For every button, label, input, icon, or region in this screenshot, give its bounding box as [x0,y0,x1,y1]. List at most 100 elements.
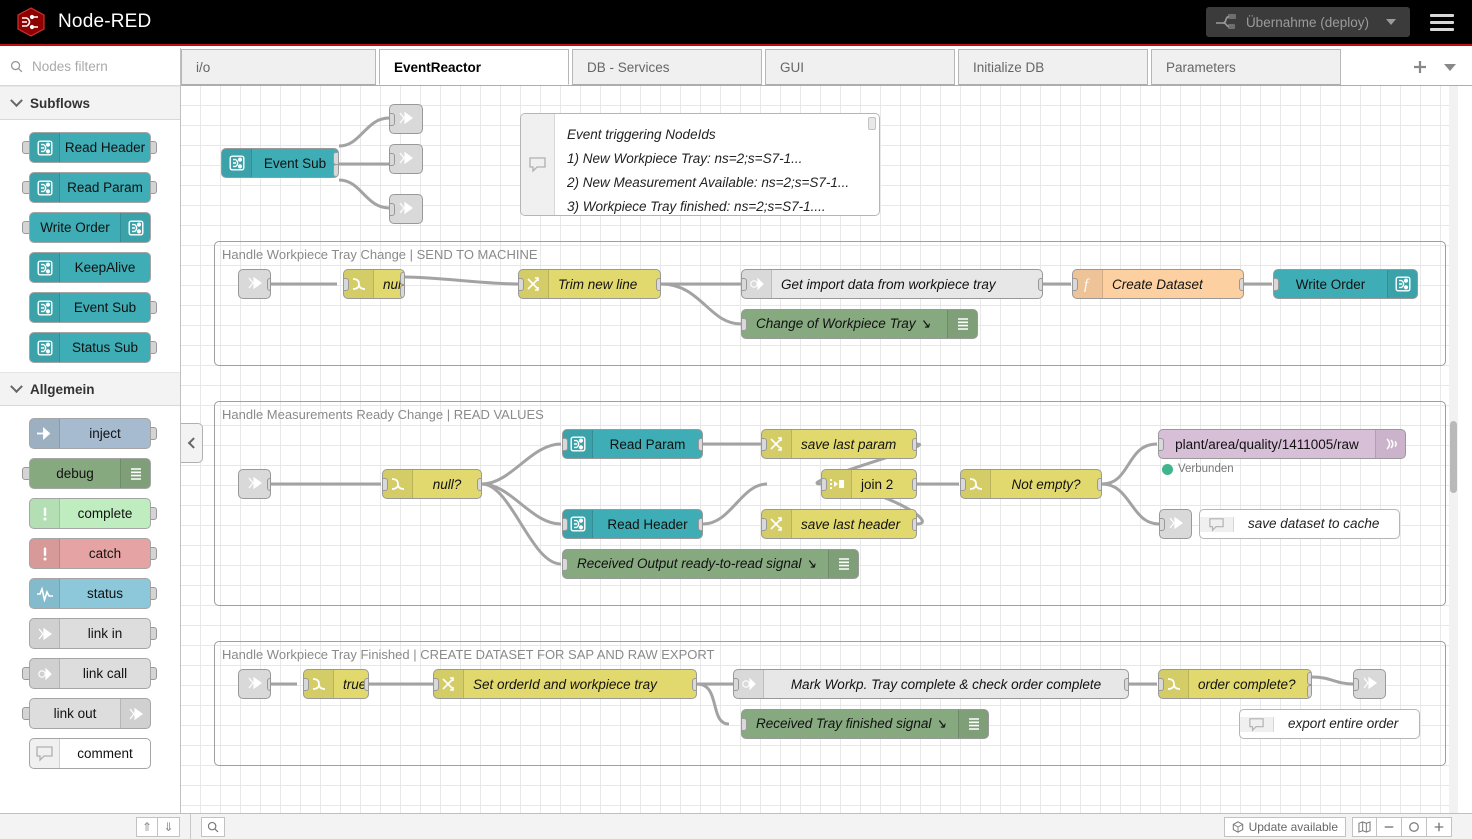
input-port[interactable] [563,518,568,531]
group-measurements-ready-change[interactable]: Handle Measurements Ready Change | READ … [214,401,1446,606]
output-port[interactable] [656,278,660,291]
comment-node-event-ids[interactable]: Event triggering NodeIds 1) New Workpiec… [520,113,880,216]
tab-db-services[interactable]: DB - Services [572,49,762,85]
palette-node-debug[interactable]: debug [29,458,151,489]
input-port[interactable] [1073,278,1078,291]
palette-node-catch[interactable]: catch [29,538,151,569]
node-subflow-read-param[interactable]: Read Param [562,429,703,459]
input-port[interactable] [563,438,568,451]
input-port[interactable] [1160,518,1165,531]
zoom-in-button[interactable] [1427,816,1452,837]
palette-search[interactable] [0,48,180,86]
output-port[interactable] [333,176,338,177]
node-link-out-g3[interactable] [1353,669,1386,699]
node-function-create-dataset[interactable]: f Create Dataset [1072,269,1244,299]
flow-list-button[interactable] [1436,54,1464,80]
input-port[interactable] [434,678,439,691]
node-debug-received-output-ready[interactable]: Received Output ready-to-read signal ↘ [562,549,859,579]
node-change-set-orderid[interactable]: Set orderId and workpiece tray [433,669,697,699]
node-debug-received-tray-finished[interactable]: Received Tray finished signal ↘ [741,709,989,739]
output-port[interactable] [267,478,270,491]
output-port[interactable] [1307,672,1311,685]
node-switch-null-g1[interactable]: null? [343,269,405,299]
input-port[interactable] [742,318,747,331]
output-port[interactable] [912,438,916,451]
node-link-out-2[interactable] [389,144,423,174]
palette-collapse-button[interactable] [181,423,203,463]
group-workpiece-tray-finished[interactable]: Handle Workpiece Tray Finished | CREATE … [214,641,1446,766]
input-port[interactable] [734,678,739,691]
input-port[interactable] [390,113,395,126]
output-port[interactable] [698,518,702,531]
node-debug-change-of-workpiece-tray[interactable]: Change of Workpiece Tray ↘ [741,309,978,339]
add-flow-button[interactable] [1406,54,1434,80]
palette-node-link-in[interactable]: link in [29,618,151,649]
input-port[interactable] [304,678,309,691]
node-change-save-last-header[interactable]: save last header [761,509,917,539]
input-port[interactable] [742,718,747,731]
input-port[interactable] [519,278,524,291]
input-port[interactable] [742,278,747,291]
palette-node-event-sub[interactable]: Event Sub [29,292,151,323]
input-port[interactable] [1274,278,1279,291]
node-switch-order-complete[interactable]: order complete? [1158,669,1312,699]
navigator-button[interactable] [1352,816,1377,837]
scrollbar-thumb[interactable] [1450,421,1457,493]
canvas-vertical-scrollbar[interactable] [1449,86,1458,813]
output-port[interactable] [267,678,270,691]
input-port[interactable] [390,203,395,216]
node-switch-true[interactable]: true? [303,669,369,699]
output-port[interactable] [1038,278,1042,291]
node-change-trim-new-line[interactable]: Trim new line [518,269,661,299]
comment-node-save-dataset-to-cache[interactable]: save dataset to cache [1199,509,1400,539]
output-port[interactable] [267,278,270,291]
palette-node-inject[interactable]: inject [29,418,151,449]
palette-node-link-call[interactable]: link call [29,658,151,689]
node-join-2[interactable]: join 2 [821,469,917,499]
zoom-reset-button[interactable] [1402,816,1427,837]
input-port[interactable] [1354,678,1359,691]
input-port[interactable] [762,438,767,451]
output-port[interactable] [698,438,702,451]
search-input[interactable] [30,58,170,75]
input-port[interactable] [762,518,767,531]
node-linkcall-get-import-data[interactable]: Get import data from workpiece tray [741,269,1043,299]
palette-node-keepalive[interactable]: KeepAlive [29,252,151,283]
output-port[interactable] [1307,685,1311,698]
tab-parameters[interactable]: Parameters [1151,49,1341,85]
input-port[interactable] [822,478,827,491]
node-switch-null-g2[interactable]: null? [382,469,482,499]
output-port[interactable] [1097,478,1101,491]
main-menu-button[interactable] [1424,8,1460,37]
node-link-out-g2[interactable] [1159,509,1192,539]
output-port[interactable] [912,478,916,491]
node-link-out-3[interactable] [389,194,423,224]
node-switch-not-empty[interactable]: Not empty? [960,469,1102,499]
zoom-out-button[interactable] [1377,816,1402,837]
palette-category-subflows[interactable]: Subflows [0,86,180,120]
input-port[interactable] [961,478,966,491]
input-port[interactable] [563,558,568,571]
output-port[interactable] [477,478,481,491]
input-port[interactable] [390,153,395,166]
output-port[interactable] [1239,278,1243,291]
tab-initialize-db[interactable]: Initialize DB [958,49,1148,85]
node-linkcall-mark-workpiece-tray[interactable]: Mark Workp. Tray complete & check order … [733,669,1129,699]
node-change-save-last-param[interactable]: save last param [761,429,917,459]
palette-category-allgemein[interactable]: Allgemein [0,372,180,406]
palette-node-read-header[interactable]: Read Header [29,132,151,163]
node-subflow-write-order[interactable]: Write Order [1273,269,1418,299]
deploy-options-button[interactable] [1379,7,1406,37]
output-port[interactable] [912,518,916,531]
output-port[interactable] [692,678,696,691]
output-port[interactable] [400,272,404,285]
input-port[interactable] [1159,678,1164,691]
tab-i-o[interactable]: i/o [181,49,376,85]
tab-gui[interactable]: GUI [765,49,955,85]
input-port[interactable] [344,278,349,291]
palette-node-status[interactable]: status [29,578,151,609]
palette-node-link-out[interactable]: link out [29,698,151,729]
palette-node-complete[interactable]: complete [29,498,151,529]
node-event-sub[interactable]: Event Sub [221,148,339,178]
node-link-in-g2[interactable] [238,469,271,499]
